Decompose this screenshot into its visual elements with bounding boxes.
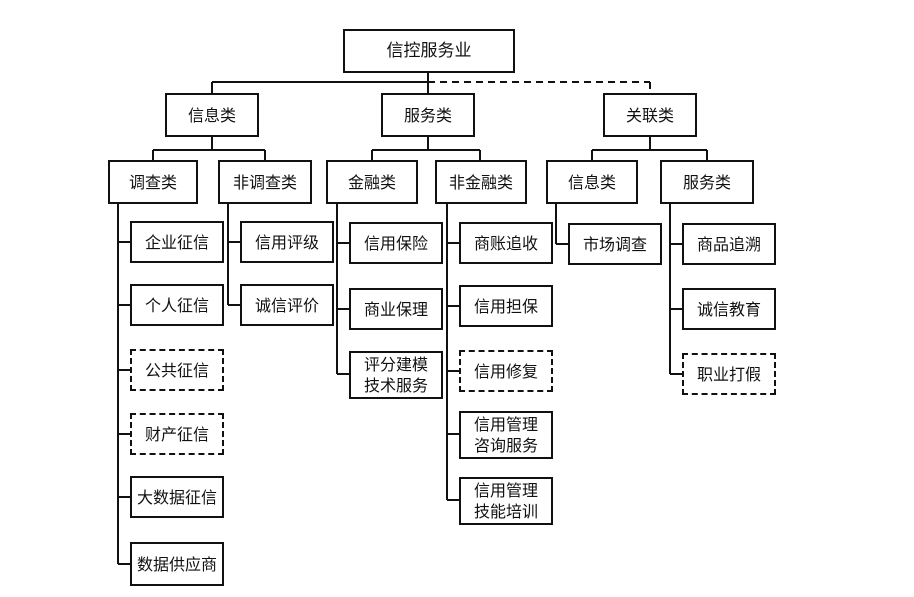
leaf-node: 信用评级 <box>240 221 334 263</box>
leaf-node: 诚信评价 <box>240 284 334 326</box>
leaf-node-dashed: 财产征信 <box>130 413 224 455</box>
leaf-node: 企业征信 <box>130 221 224 263</box>
leaf-node: 商业保理 <box>349 288 443 330</box>
related-info-node: 信息类 <box>546 160 638 204</box>
survey-node: 调查类 <box>108 160 198 204</box>
leaf-node: 数据供应商 <box>130 542 224 586</box>
non-survey-node: 非调查类 <box>218 160 312 204</box>
leaf-node-dashed: 公共征信 <box>130 349 224 391</box>
leaf-node: 市场调查 <box>568 223 662 265</box>
leaf-node-dashed: 信用修复 <box>459 350 553 392</box>
root-node: 信控服务业 <box>343 29 515 73</box>
leaf-node: 信用管理 技能培训 <box>459 477 553 525</box>
finance-node: 金融类 <box>326 160 418 204</box>
service-category-node: 服务类 <box>381 93 475 137</box>
leaf-node: 大数据征信 <box>130 476 224 518</box>
related-service-node: 服务类 <box>660 160 754 204</box>
leaf-node: 个人征信 <box>130 284 224 326</box>
leaf-node: 信用保险 <box>349 222 443 264</box>
leaf-node: 商品追溯 <box>682 223 776 265</box>
info-category-node: 信息类 <box>165 93 259 137</box>
leaf-node-dashed: 职业打假 <box>682 353 776 395</box>
leaf-node: 商账追收 <box>459 222 553 264</box>
leaf-node: 诚信教育 <box>682 288 776 330</box>
leaf-node: 评分建模 技术服务 <box>349 351 443 399</box>
non-finance-node: 非金融类 <box>435 160 527 204</box>
leaf-node: 信用管理 咨询服务 <box>459 411 553 459</box>
leaf-node: 信用担保 <box>459 285 553 327</box>
related-category-node: 关联类 <box>603 93 697 137</box>
